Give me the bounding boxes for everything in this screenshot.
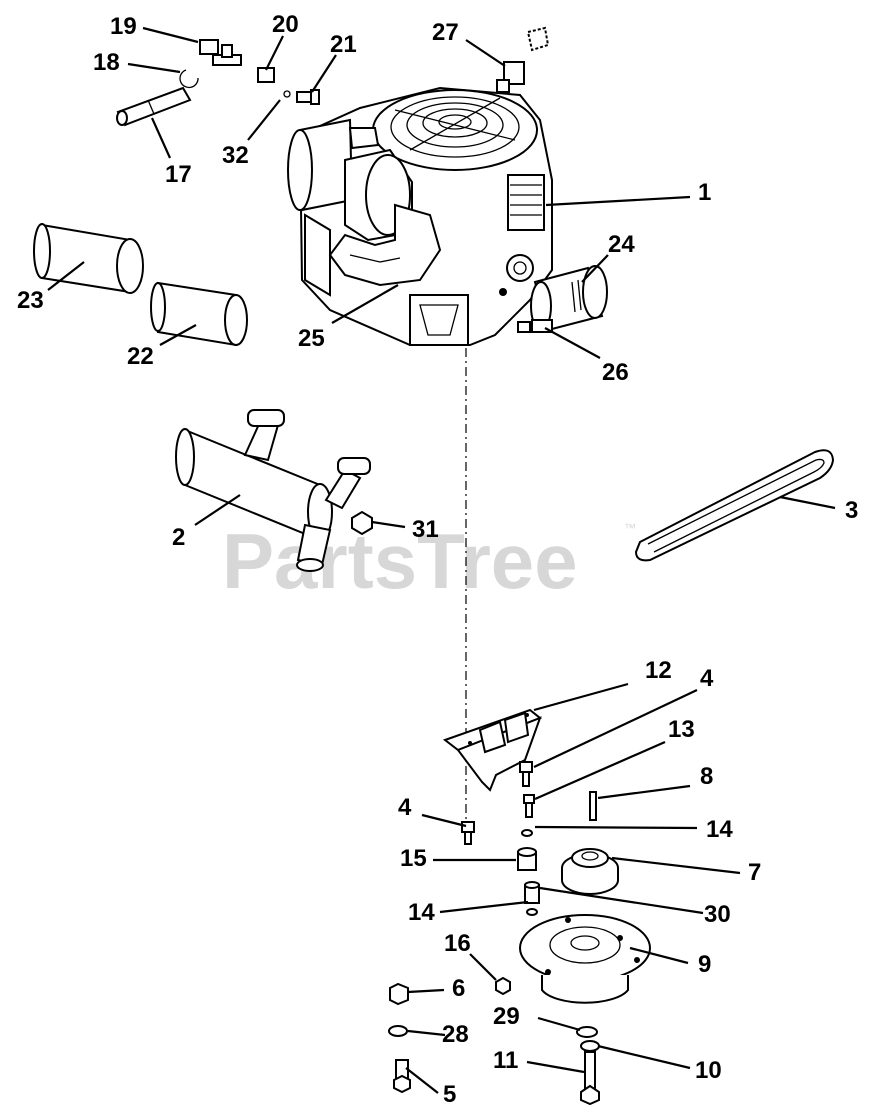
callout-28: 28 bbox=[442, 1021, 469, 1048]
spark-plug-boot[interactable] bbox=[496, 26, 550, 93]
callout-20: 20 bbox=[272, 11, 299, 38]
callout-4-upper: 4 bbox=[700, 665, 714, 692]
callout-8: 8 bbox=[700, 763, 713, 790]
callout-9: 9 bbox=[698, 951, 711, 978]
engine-pulley[interactable] bbox=[561, 848, 619, 895]
bolt-lower[interactable] bbox=[461, 821, 475, 845]
filter-sleeve-large[interactable] bbox=[33, 223, 144, 294]
callout-14-upper: 14 bbox=[706, 816, 733, 843]
elbow-fitting[interactable] bbox=[296, 89, 320, 105]
washer-lower[interactable] bbox=[526, 908, 538, 916]
oil-filter[interactable] bbox=[530, 265, 608, 332]
oil-drain-fitting[interactable] bbox=[517, 319, 553, 333]
o-ring[interactable] bbox=[283, 90, 291, 98]
callout-labels: 19 18 20 21 32 17 27 1 24 26 25 23 22 2 … bbox=[17, 11, 858, 1108]
hex-bolt[interactable] bbox=[393, 1059, 411, 1094]
callout-14-lower: 14 bbox=[408, 899, 435, 926]
callout-11: 11 bbox=[493, 1047, 518, 1074]
callout-17: 17 bbox=[165, 161, 192, 188]
mounting-bracket[interactable] bbox=[442, 708, 542, 792]
bushing[interactable] bbox=[524, 881, 540, 904]
electric-clutch[interactable] bbox=[519, 914, 651, 1004]
callout-21: 21 bbox=[330, 31, 357, 58]
trademark-symbol: ™ bbox=[624, 521, 636, 535]
callout-13: 13 bbox=[668, 716, 695, 743]
callout-29: 29 bbox=[493, 1003, 520, 1030]
shoulder-bolt[interactable] bbox=[523, 794, 535, 818]
lock-nut[interactable] bbox=[389, 982, 409, 1006]
drive-belt[interactable] bbox=[634, 449, 835, 562]
callout-27: 27 bbox=[432, 19, 459, 46]
callout-30: 30 bbox=[704, 901, 731, 928]
leader-lines bbox=[47, 26, 836, 1094]
clutch-bolt[interactable] bbox=[580, 1051, 600, 1106]
callout-15: 15 bbox=[400, 845, 427, 872]
callout-24: 24 bbox=[608, 231, 635, 258]
callout-18: 18 bbox=[93, 49, 120, 76]
bolt-upper[interactable] bbox=[519, 761, 533, 787]
tee-fitting[interactable] bbox=[199, 39, 242, 66]
intake-elbow[interactable] bbox=[328, 203, 442, 287]
callout-25: 25 bbox=[298, 325, 325, 352]
muffler[interactable] bbox=[175, 409, 371, 572]
spacer[interactable] bbox=[517, 847, 537, 871]
callout-32: 32 bbox=[222, 142, 249, 169]
watermark-text: PartsTree bbox=[222, 517, 578, 605]
callout-6: 6 bbox=[452, 975, 465, 1002]
callout-4-lower: 4 bbox=[398, 794, 412, 821]
hose-fitting[interactable] bbox=[257, 67, 275, 83]
callout-1: 1 bbox=[698, 179, 711, 206]
callout-23: 23 bbox=[17, 287, 44, 314]
callout-3: 3 bbox=[845, 497, 858, 524]
hose-clamp[interactable] bbox=[179, 69, 199, 89]
callout-5: 5 bbox=[443, 1081, 456, 1108]
filter-sleeve-small[interactable] bbox=[150, 281, 248, 347]
callout-16: 16 bbox=[444, 930, 471, 957]
clutch-lock-washer[interactable] bbox=[580, 1040, 600, 1052]
muffler-nut[interactable] bbox=[351, 510, 373, 536]
callout-12: 12 bbox=[645, 657, 672, 684]
callout-2: 2 bbox=[172, 524, 185, 551]
hex-nut[interactable] bbox=[495, 976, 511, 996]
clutch-washer[interactable] bbox=[576, 1026, 598, 1038]
callout-26: 26 bbox=[602, 359, 629, 386]
callout-10: 10 bbox=[695, 1057, 722, 1084]
callout-31: 31 bbox=[412, 516, 439, 543]
callout-19: 19 bbox=[110, 13, 137, 40]
lock-washer[interactable] bbox=[388, 1025, 408, 1037]
callout-22: 22 bbox=[127, 343, 154, 370]
breather-hose[interactable] bbox=[116, 86, 192, 127]
roll-pin[interactable] bbox=[589, 791, 597, 821]
washer-upper[interactable] bbox=[521, 829, 533, 837]
callout-7: 7 bbox=[748, 859, 761, 886]
